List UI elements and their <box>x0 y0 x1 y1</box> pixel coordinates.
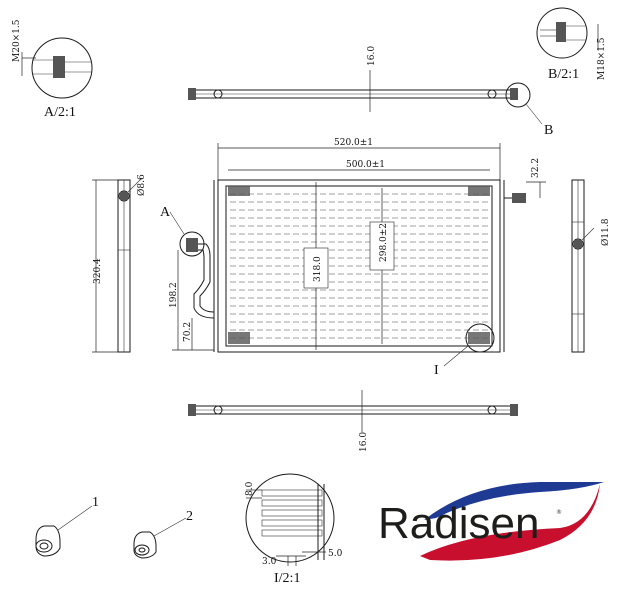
right-port-dia-label: Ø11.8 <box>600 218 611 246</box>
fin-rows <box>230 193 488 339</box>
brand-name: Radisen <box>378 499 539 548</box>
callout-i-label: I <box>434 363 439 378</box>
bottom-pipe-dia-label: 16.0 <box>359 432 369 452</box>
part-2-label: 2 <box>186 509 193 524</box>
right-side-view: Ø11.8 <box>571 179 611 353</box>
top-view: 16.0 B <box>188 46 553 138</box>
radisen-logo: Radisen ® <box>378 482 604 561</box>
brand-registered-mark: ® <box>556 509 562 516</box>
detail-b-title: B/2:1 <box>548 67 579 82</box>
core-height-label: 318.0 <box>313 256 323 282</box>
part-1: 1 <box>35 495 99 557</box>
front-view: 520.0±1 500.0±1 <box>160 138 546 378</box>
tube-width-label: 5.0 <box>328 549 343 559</box>
detail-i-view: 8.0 3.0 5.0 I/2:1 <box>245 473 343 586</box>
fin-height-label: 298.0±2 <box>379 223 389 262</box>
port-height-label: 198.2 <box>169 282 179 308</box>
core-width-label: 500.0±1 <box>346 160 385 170</box>
thread-b-label: M18×1.5 <box>597 37 607 80</box>
top-pipe-dia-label: 16.0 <box>367 46 377 66</box>
detail-a-nut <box>53 56 65 78</box>
left-height-label: 320.4 <box>93 258 103 284</box>
detail-i-title: I/2:1 <box>274 571 300 586</box>
bottom-view: 16.0 <box>188 390 518 452</box>
port-offset-label: 32.2 <box>531 158 541 178</box>
detail-a-view: M20×1.5 A/2:1 <box>12 19 93 120</box>
tube-pitch-label: 3.0 <box>262 557 277 567</box>
fin-pitch-label: 8.0 <box>245 481 255 496</box>
overall-width-label: 520.0±1 <box>334 138 373 148</box>
callout-b-label: B <box>544 123 553 138</box>
callout-a-label: A <box>160 205 171 220</box>
logo-swoosh-red <box>420 484 600 561</box>
left-port-dia-label: Ø8.6 <box>136 174 147 196</box>
logo-swoosh-blue <box>424 482 604 520</box>
detail-a-title: A/2:1 <box>44 105 76 120</box>
detail-b-nut <box>556 22 566 42</box>
part-1-label: 1 <box>92 495 99 510</box>
part-2: 2 <box>133 509 193 559</box>
left-side-view: Ø8.6 320.4 <box>92 174 147 353</box>
port-low-label: 70.2 <box>183 322 193 342</box>
detail-b-view: M18×1.5 B/2:1 <box>536 7 607 82</box>
thread-a-label: M20×1.5 <box>12 19 22 62</box>
